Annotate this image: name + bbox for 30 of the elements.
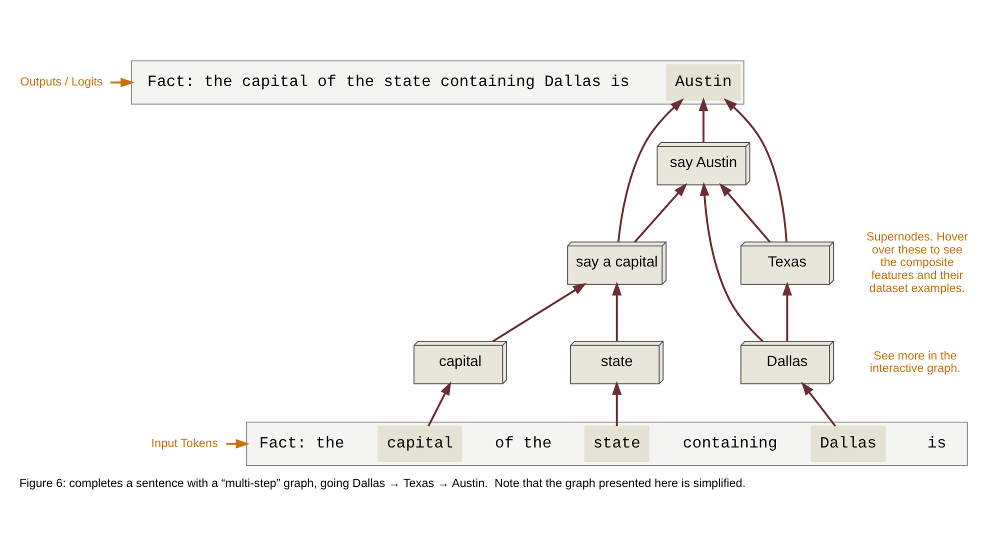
node-text: Outputs / Logits: [20, 74, 103, 89]
node-text: containing: [682, 434, 778, 453]
arrow: [612, 381, 622, 426]
arrow: [698, 97, 708, 142]
arrow: [617, 98, 684, 242]
label: Supernodes. Hover over these to see the composite features and their dataset examples.: [866, 230, 968, 295]
arrow: [226, 439, 250, 449]
arrow: [782, 282, 792, 342]
arrow: [634, 182, 688, 243]
node-box: capital: [378, 426, 462, 462]
arrow: [700, 182, 764, 342]
node-text: Input Tokens: [151, 436, 218, 450]
arrow: [612, 282, 622, 342]
cluster: [130, 60, 744, 105]
node-box: state: [584, 426, 650, 462]
node-text: Fact: the capital of the state containing Dallas is: [147, 73, 630, 92]
arrow: [428, 381, 452, 426]
label: See more in the interactive graph.: [870, 348, 960, 376]
arrow: [801, 382, 836, 427]
arrow: [110, 78, 134, 88]
arrow: [724, 98, 788, 242]
cluster: [246, 422, 968, 466]
node-text: Fact: the: [259, 434, 344, 453]
node-text: of the: [494, 434, 552, 453]
arrow: [719, 182, 771, 243]
caption: Figure 6: completes a sentence with a “multi-step” graph, going Dallas → Texas → Austin. Note that the graph presented here is simplified.: [19, 476, 746, 490]
node-box: Dallas: [810, 426, 886, 462]
node-text: is: [927, 434, 946, 453]
arrow: [492, 282, 587, 342]
node-box: Austin: [666, 64, 741, 101]
